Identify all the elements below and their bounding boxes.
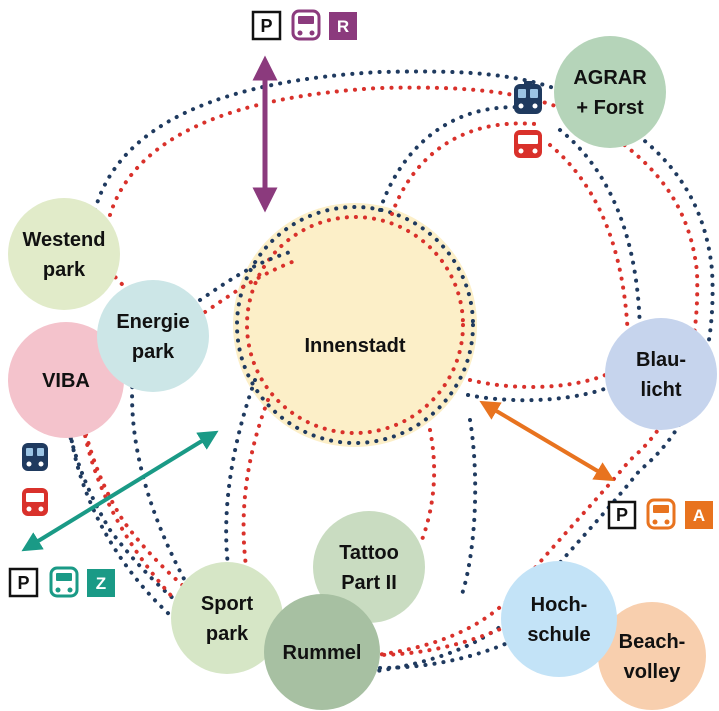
teal-arrow [21,430,219,552]
parking-sign [607,500,637,530]
route-agrar-blaulicht [558,128,642,342]
node-agrar-circle [554,36,666,148]
node-agrar-label: AGRAR [573,67,647,89]
node-energie-label: Energie [116,311,189,333]
node-blaulicht-circle [605,318,717,430]
route-outer-red [76,85,700,659]
route-center-sport [224,378,257,582]
orange-arrow [479,400,615,482]
zone-badge [685,501,713,529]
route-agrar-blaulicht-red [548,143,630,342]
node-hochschule: Hoch-schule [501,561,617,677]
node-blaulicht: Blau-licht [605,318,717,430]
zone-letter: A [693,506,705,525]
route-rummel-hochschule-blue [378,633,527,670]
node-agrar: AGRAR + Forst [554,36,666,148]
zone-letter: R [337,17,349,36]
node-westend-circle [8,198,120,310]
node-agrar-label: + Forst [576,97,644,119]
route-energie-center-red [203,260,294,314]
route-center-blue [235,205,475,445]
node-rummel-label: Rummel [283,642,362,664]
node-innenstadt: Innenstadt [304,335,405,357]
node-westend-label: park [43,259,86,281]
zone-badge [87,569,115,597]
node-beach-label: Beach- [619,631,686,653]
node-hochschule-label: schule [527,624,590,646]
node-sportpark-label: park [206,623,249,645]
bus-icon [646,498,676,530]
node-westend-label: Westend [23,229,106,251]
node-energie-label: park [132,341,175,363]
route-center-agrar-red [390,121,537,216]
node-tattoo-label: Tattoo [339,542,399,564]
parking-sign [251,10,282,41]
bus-icon [22,488,48,516]
parking-sign [8,567,39,598]
bus-icon [49,566,79,598]
route-outer-blue [60,69,715,675]
route-center-tattoo [418,428,437,547]
node-beach: Beach-volley [598,602,706,710]
zone-badge [329,12,357,40]
bus-icon [514,130,542,158]
route-energie-sport [130,358,192,592]
node-viba-circle [8,322,124,438]
node-blaulicht-label: licht [640,379,681,401]
node-hochschule-label: Hoch- [531,594,588,616]
node-sportpark: Sport park [171,562,283,674]
parking-label: P [17,573,29,593]
route-center-sport-red [241,398,270,582]
route-energie-center [198,250,292,302]
node-beach-label: volley [624,661,682,683]
route-center-tattoo-blue [458,418,478,602]
zone-letter: Z [96,574,106,593]
legend-left: P Z [8,566,115,598]
node-tattoo-label: Part II [341,572,397,594]
node-beach-circle [598,602,706,710]
tram-icon [22,443,48,471]
node-energie: Energie park [97,280,209,392]
node-sportpark-label: Sport [201,593,254,615]
node-westend: Westend park [8,198,120,310]
route-center-red [245,215,465,435]
route-center-blaulicht-red [468,370,614,389]
legend-right: P A [607,498,713,530]
bus-icon [291,9,321,41]
node-viba-label: VIBA [42,370,90,392]
parking-label: P [616,505,628,525]
node-rummel: Rummel [264,594,380,710]
innenstadt-zone [233,203,477,447]
node-blaulicht-label: Blau- [636,349,686,371]
node-energie-circle [97,280,209,392]
node-rummel-circle [264,594,380,710]
node-tattoo-circle [313,511,425,623]
route-rummel-hochschule [373,618,522,657]
node-hochschule-circle [501,561,617,677]
legend-top: P R [251,9,357,41]
node-viba: VIBA [8,322,124,438]
parking-label: P [260,16,272,36]
route-center-blaulicht [466,383,617,403]
node-innenstadt-label: Innenstadt [304,335,405,357]
tram-icon [514,81,542,114]
node-sportpark-circle [171,562,283,674]
